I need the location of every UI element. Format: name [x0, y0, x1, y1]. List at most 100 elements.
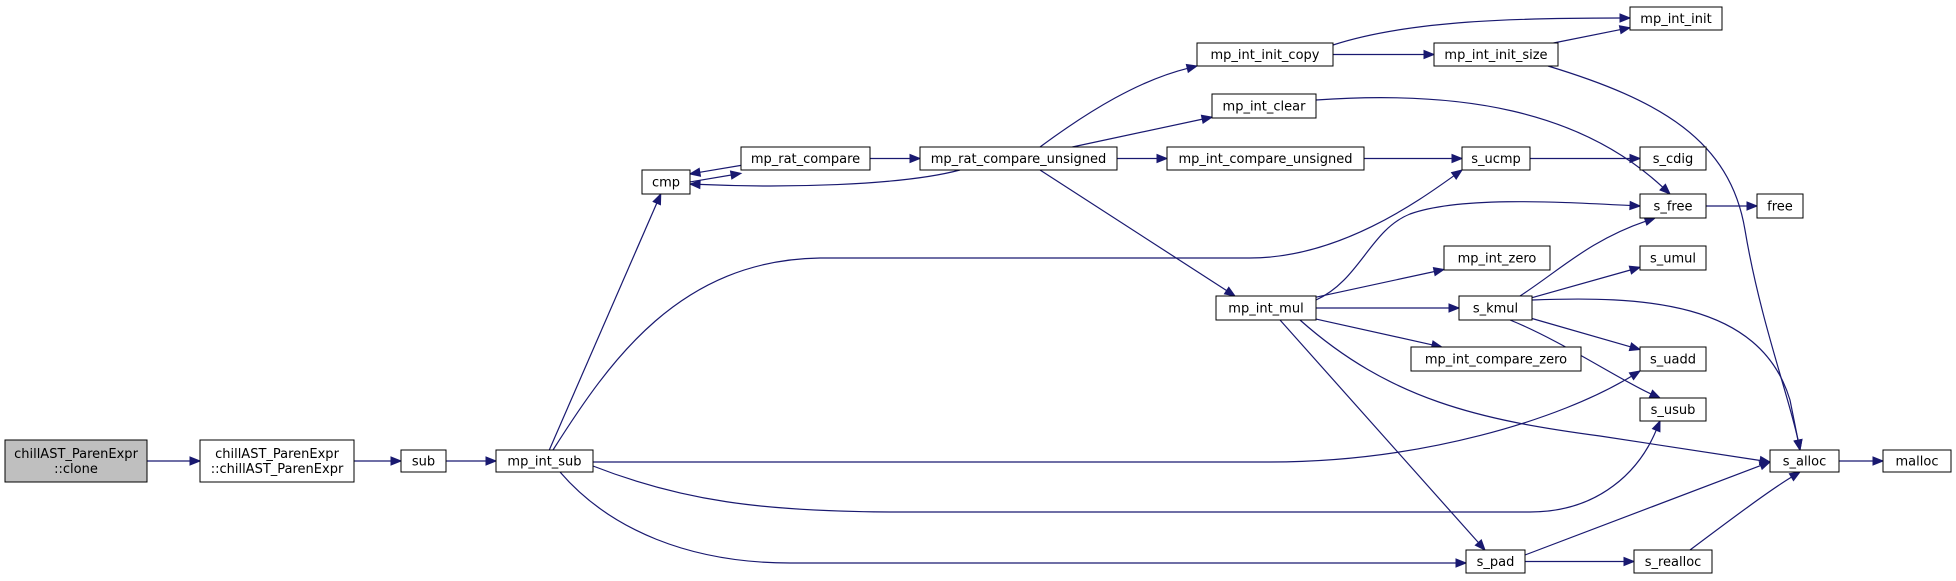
- node-label: mp_int_mul: [1228, 302, 1303, 317]
- node-malloc[interactable]: malloc: [1882, 449, 1952, 473]
- node-box: [1433, 42, 1559, 67]
- node-s-free[interactable]: s_free: [1639, 193, 1707, 219]
- node-ctor[interactable]: chillAST_ParenExpr::chillAST_ParenExpr: [199, 439, 355, 483]
- edge-line: [1531, 317, 1632, 348]
- node-mp-int-compare-zero[interactable]: mp_int_compare_zero: [1410, 346, 1582, 372]
- node-s-alloc[interactable]: s_alloc: [1769, 449, 1840, 473]
- edge-s_kmul-to-s_usub: [1509, 319, 1662, 399]
- node-sub[interactable]: sub: [400, 449, 447, 473]
- node-s-uadd[interactable]: s_uadd: [1639, 346, 1707, 372]
- edge-mp_int_mul-to-mp_int_compare_zero: [1315, 318, 1444, 350]
- node-label: s_ucmp: [1471, 152, 1521, 167]
- node-box: [1196, 42, 1334, 67]
- arrowhead: [688, 179, 701, 190]
- arrowhead: [1648, 389, 1662, 399]
- edge-line: [689, 174, 733, 183]
- node-label: mp_rat_compare_unsigned: [931, 152, 1106, 167]
- edge-s_kmul-to-s_alloc: [1531, 298, 1803, 452]
- node-mp-int-compare-unsigned[interactable]: mp_int_compare_unsigned: [1166, 146, 1365, 171]
- node-label: s_alloc: [1783, 455, 1827, 470]
- arrowhead: [189, 456, 202, 466]
- node-label: mp_int_init_size: [1444, 48, 1547, 63]
- arrowhead: [1185, 63, 1199, 74]
- edge-line: [592, 429, 1658, 513]
- node-label: mp_int_compare_unsigned: [1178, 152, 1352, 167]
- arrowhead: [390, 456, 403, 466]
- node-label: mp_int_init: [1640, 12, 1711, 27]
- node-label: mp_int_zero: [1458, 252, 1537, 267]
- node-cmp[interactable]: cmp: [641, 169, 691, 195]
- node-box: [1461, 146, 1531, 171]
- node-box: [1639, 146, 1707, 171]
- edge-line: [1315, 270, 1436, 298]
- node-s-kmul[interactable]: s_kmul: [1458, 295, 1533, 321]
- node-s-ucmp[interactable]: s_ucmp: [1461, 146, 1531, 171]
- node-s-realloc[interactable]: s_realloc: [1633, 549, 1713, 574]
- node-s-pad[interactable]: s_pad: [1465, 549, 1526, 574]
- edge-mp_int_sub-to-s_ucmp: [552, 169, 1464, 451]
- node-label: s_free: [1654, 200, 1693, 215]
- edge-sub-to-mp_int_sub: [446, 456, 498, 466]
- edge-mp_int_mul-to-s_pad: [1279, 319, 1486, 552]
- edge-line: [1072, 118, 1204, 148]
- edge-line: [1519, 220, 1647, 297]
- node-mp-int-clear[interactable]: mp_int_clear: [1211, 93, 1317, 119]
- node-mp-rat-compare-unsigned[interactable]: mp_rat_compare_unsigned: [919, 146, 1118, 171]
- arrowhead: [1628, 370, 1642, 381]
- node-mp-int-sub[interactable]: mp_int_sub: [495, 449, 594, 473]
- arrowhead: [1659, 183, 1671, 195]
- node-s-usub[interactable]: s_usub: [1639, 397, 1707, 422]
- arrowhead: [1432, 267, 1446, 277]
- node-box: [1443, 245, 1551, 271]
- arrowhead: [1450, 169, 1464, 180]
- edge-line: [1547, 65, 1799, 442]
- arrowhead: [1629, 153, 1642, 164]
- node-label: cmp: [652, 176, 680, 191]
- edge-line: [1299, 319, 1762, 462]
- edge-line: [1315, 318, 1434, 346]
- node-free[interactable]: free: [1756, 193, 1804, 219]
- edge-mp_rat_compare_unsigned-to-cmp: [688, 169, 961, 190]
- edge-line: [552, 174, 1456, 451]
- node-box: [1639, 397, 1707, 422]
- edge-mp_int_mul-to-mp_int_zero: [1315, 267, 1446, 298]
- edge-s_pad-to-s_realloc: [1525, 556, 1636, 567]
- node-mp-int-init[interactable]: mp_int_init: [1629, 6, 1723, 31]
- node-label: chillAST_ParenExpr: [215, 447, 339, 462]
- node-mp-int-zero[interactable]: mp_int_zero: [1443, 245, 1551, 271]
- arrowhead: [1628, 342, 1642, 352]
- edge-line: [698, 169, 961, 187]
- arrowhead: [1455, 558, 1468, 568]
- node-mp-int-init-size[interactable]: mp_int_init_size: [1433, 42, 1559, 67]
- edge-mp_int_compare_unsigned-to-s_ucmp: [1364, 153, 1464, 164]
- edge-mp_rat_compare_unsigned-to-mp_int_init_copy: [1039, 63, 1199, 148]
- node-box: [4, 439, 148, 483]
- edge-line: [1315, 201, 1632, 301]
- node-mp-rat-compare[interactable]: mp_rat_compare: [740, 146, 871, 171]
- arrowhead: [1651, 419, 1661, 433]
- node-box: [740, 146, 871, 171]
- edge-line: [1039, 67, 1189, 148]
- edge-s_free-to-free: [1706, 201, 1759, 211]
- edge-mp_int_mul-to-s_kmul: [1316, 303, 1461, 313]
- node-mp-int-mul[interactable]: mp_int_mul: [1215, 295, 1317, 321]
- arrowhead: [909, 153, 922, 164]
- node-label: mp_int_clear: [1223, 100, 1307, 115]
- node-box: [1769, 449, 1840, 473]
- arrowhead: [1788, 471, 1802, 482]
- edge-line: [1332, 17, 1622, 46]
- node-mp-int-init-copy[interactable]: mp_int_init_copy: [1196, 42, 1334, 67]
- node-s-umul[interactable]: s_umul: [1639, 245, 1707, 271]
- node-box: [1756, 193, 1804, 219]
- edge-s_alloc-to-malloc: [1839, 456, 1885, 466]
- node-root[interactable]: chillAST_ParenExpr::clone: [4, 439, 148, 483]
- node-label: ::chillAST_ParenExpr: [211, 462, 344, 477]
- node-label: sub: [412, 455, 435, 470]
- edge-mp_rat_compare-to-cmp: [688, 164, 742, 177]
- edge-s_kmul-to-s_umul: [1531, 265, 1642, 299]
- arrowhead: [1448, 303, 1461, 313]
- edge-mp_rat_compare-to-mp_rat_compare_unsigned: [870, 153, 922, 164]
- arrowhead: [1872, 456, 1885, 466]
- node-s-cdig[interactable]: s_cdig: [1639, 146, 1707, 171]
- node-box: [1465, 549, 1526, 574]
